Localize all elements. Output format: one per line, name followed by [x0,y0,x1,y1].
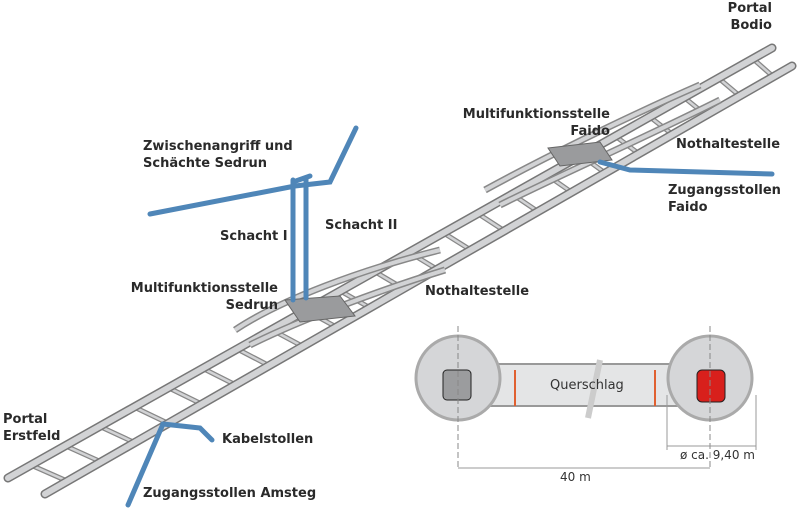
train-grey [442,369,472,401]
mfs-faido-cavern [547,141,613,167]
cross-passage [202,367,237,386]
amsteg-galleries [125,421,215,508]
label-schacht-2: Schacht II [325,218,398,233]
label-kabelstollen: Kabelstollen [222,432,314,447]
label-distance: 40 m [560,470,591,484]
cross-passage [99,425,136,444]
label-schacht-1: Schacht I [220,229,288,244]
train-red [696,369,726,403]
mfs-sedrun-cavern [284,295,356,323]
cross-passage [64,444,102,464]
zugangsstollen-faido [597,159,775,177]
cross-passage [133,405,169,425]
sedrun-shafts [147,125,359,303]
cross-passages [29,56,775,484]
label-zugangsstollen-amsteg: Zugangsstollen Amsteg [143,486,317,501]
label-nothaltestelle-sedrun: Nothaltestelle [425,284,530,299]
cross-passage [477,212,506,232]
cross-section [414,326,757,470]
cross-passage [30,463,68,483]
cross-passage [167,386,203,406]
label-diameter: ø ca. 9,40 m [680,448,755,462]
cross-passage [236,347,270,367]
label-querschlag: Querschlag [550,378,624,393]
label-nothaltestelle-faido: Nothaltestelle [676,137,781,152]
cross-passage [442,231,472,252]
